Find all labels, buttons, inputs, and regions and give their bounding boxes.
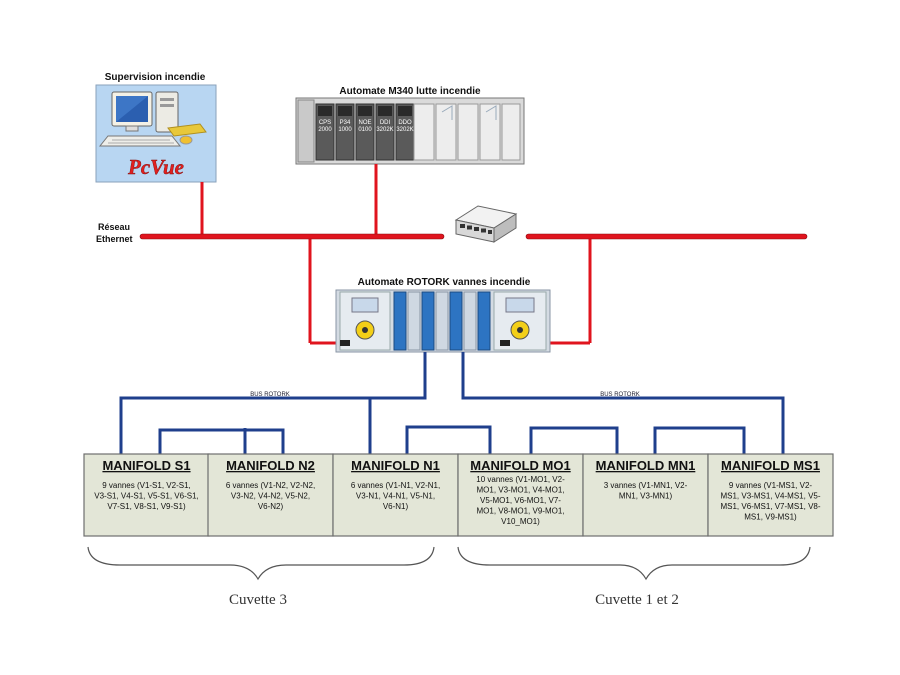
plc-module-display	[378, 106, 392, 116]
manifold-description-line: 6 vannes (V1-N1, V2-N1,	[351, 481, 440, 490]
network-label-line1: Réseau	[98, 222, 130, 232]
ethernet-bus-left	[139, 233, 445, 240]
supervision-panel: PcVue	[95, 84, 217, 183]
manifold-description-line: 6 vannes (V1-N2, V2-N2,	[226, 481, 315, 490]
manifold-frame	[207, 453, 334, 537]
manifold-title: MANIFOLD S1	[102, 458, 190, 473]
manifold-description-line: V7-S1, V8-S1, V9-S1)	[107, 502, 186, 511]
manifold-title: MANIFOLD MO1	[470, 458, 570, 473]
manifold-description-line: V3-S1, V4-S1, V5-S1, V6-S1,	[94, 492, 199, 501]
manifold-description-line: 10 vannes (V1-MO1, V2-	[476, 475, 565, 484]
rotork-title: Automate ROTORK vannes incendie	[358, 277, 531, 288]
group-label-cuvette-3: Cuvette 3	[229, 592, 287, 608]
manifold-description-line: V6-N1)	[383, 502, 409, 511]
plc-module-display	[318, 106, 332, 116]
manifold-title: MANIFOLD N1	[351, 458, 440, 473]
supervision-title: Supervision incendie	[105, 72, 206, 83]
brace-cuvette-1-2	[457, 546, 811, 581]
manifold-description-line: MO1, V8-MO1, V9-MO1,	[476, 507, 564, 516]
manifold-description-line: V6-N2)	[258, 502, 284, 511]
plc-module-label: NOE	[358, 120, 371, 126]
computer-icon	[98, 91, 207, 147]
manifold-description-line: 3 vannes (V1-MN1, V2-	[604, 481, 688, 490]
plc-m340-title: Automate M340 lutte incendie	[339, 86, 481, 97]
manifold-description-line: V3-N1, V4-N1, V5-N1,	[356, 492, 435, 501]
plc-module-label: DDO	[398, 120, 412, 126]
manifold-box: MANIFOLD S1 9 vannes (V1-S1, V2-S1, V3-S1,…	[83, 453, 210, 537]
manifold-box: MANIFOLD MN1 3 vannes (V1-MN1, V2- MN1, V3…	[582, 453, 709, 537]
ethernet-bus-right	[525, 233, 808, 240]
manifold-description-line: MS1, V6-MS1, V7-MS1, V8-	[720, 502, 820, 511]
manifold-description-line: MS1, V9-MS1)	[744, 513, 797, 522]
plc-module-label: DDI	[380, 120, 391, 126]
manifold-description-line: V5-MO1, V6-MO1, V7-	[480, 496, 561, 505]
plc-module-display	[338, 106, 352, 116]
plc-module-label: CPS	[319, 120, 331, 126]
plc-module-display	[358, 106, 372, 116]
plc-module	[335, 103, 355, 161]
manifold-description-line: 9 vannes (V1-MS1, V2-	[729, 481, 812, 490]
manifold-box: MANIFOLD N1 6 vannes (V1-N1, V2-N1, V3-N1,…	[332, 453, 459, 537]
plc-module-label: 3202K	[376, 127, 393, 133]
manifold-frame	[332, 453, 459, 537]
plc-module-label: 1000	[338, 127, 352, 133]
manifold-frame	[83, 453, 210, 537]
rotork-bus-links	[119, 352, 785, 457]
manifold-box: MANIFOLD N2 6 vannes (V1-N2, V2-N2, V3-N2,…	[207, 453, 334, 537]
plc-module-display	[398, 106, 412, 116]
brace-cuvette-3	[87, 546, 435, 581]
bus-rotork-label-right: BUS ROTORK	[600, 392, 640, 398]
manifold-description-line: MO1, V3-MO1, V4-MO1,	[476, 486, 564, 495]
manifold-group: MANIFOLD S1 9 vannes (V1-S1, V2-S1, V3-S1,…	[83, 453, 834, 537]
plc-module	[375, 103, 395, 161]
plc-module	[355, 103, 375, 161]
group-label-cuvette-1-2: Cuvette 1 et 2	[595, 592, 679, 608]
manifold-frame	[582, 453, 709, 537]
plc-module	[315, 103, 335, 161]
manifold-description-line: V10_MO1)	[501, 517, 540, 526]
plc-module-label: 0100	[358, 127, 372, 133]
manifold-box: MANIFOLD MO1 10 vannes (V1-MO1, V2- MO1, V…	[457, 453, 584, 537]
manifold-title: MANIFOLD MS1	[721, 458, 820, 473]
plc-module-label: 2000	[318, 127, 332, 133]
rotork-controller	[335, 289, 551, 353]
manifold-description-line: 9 vannes (V1-S1, V2-S1,	[102, 481, 191, 490]
plc-module-label: 3202K	[396, 127, 413, 133]
manifold-title: MANIFOLD N2	[226, 458, 315, 473]
bus-rotork-label-left: BUS ROTORK	[250, 392, 290, 398]
manifold-description-line: MS1, V3-MS1, V4-MS1, V5-	[720, 492, 820, 501]
plc-module-label: P34	[340, 120, 351, 126]
manifold-box: MANIFOLD MS1 9 vannes (V1-MS1, V2- MS1, V3…	[707, 453, 834, 537]
ethernet-switch-icon	[454, 205, 518, 243]
network-label-line2: Ethernet	[96, 234, 133, 244]
manifold-description-line: V3-N2, V4-N2, V5-N2,	[231, 492, 310, 501]
manifold-frame	[707, 453, 834, 537]
manifold-title: MANIFOLD MN1	[596, 458, 696, 473]
pcvue-logo: PcVue	[127, 155, 184, 179]
manifold-description-line: MN1, V3-MN1)	[619, 492, 673, 501]
